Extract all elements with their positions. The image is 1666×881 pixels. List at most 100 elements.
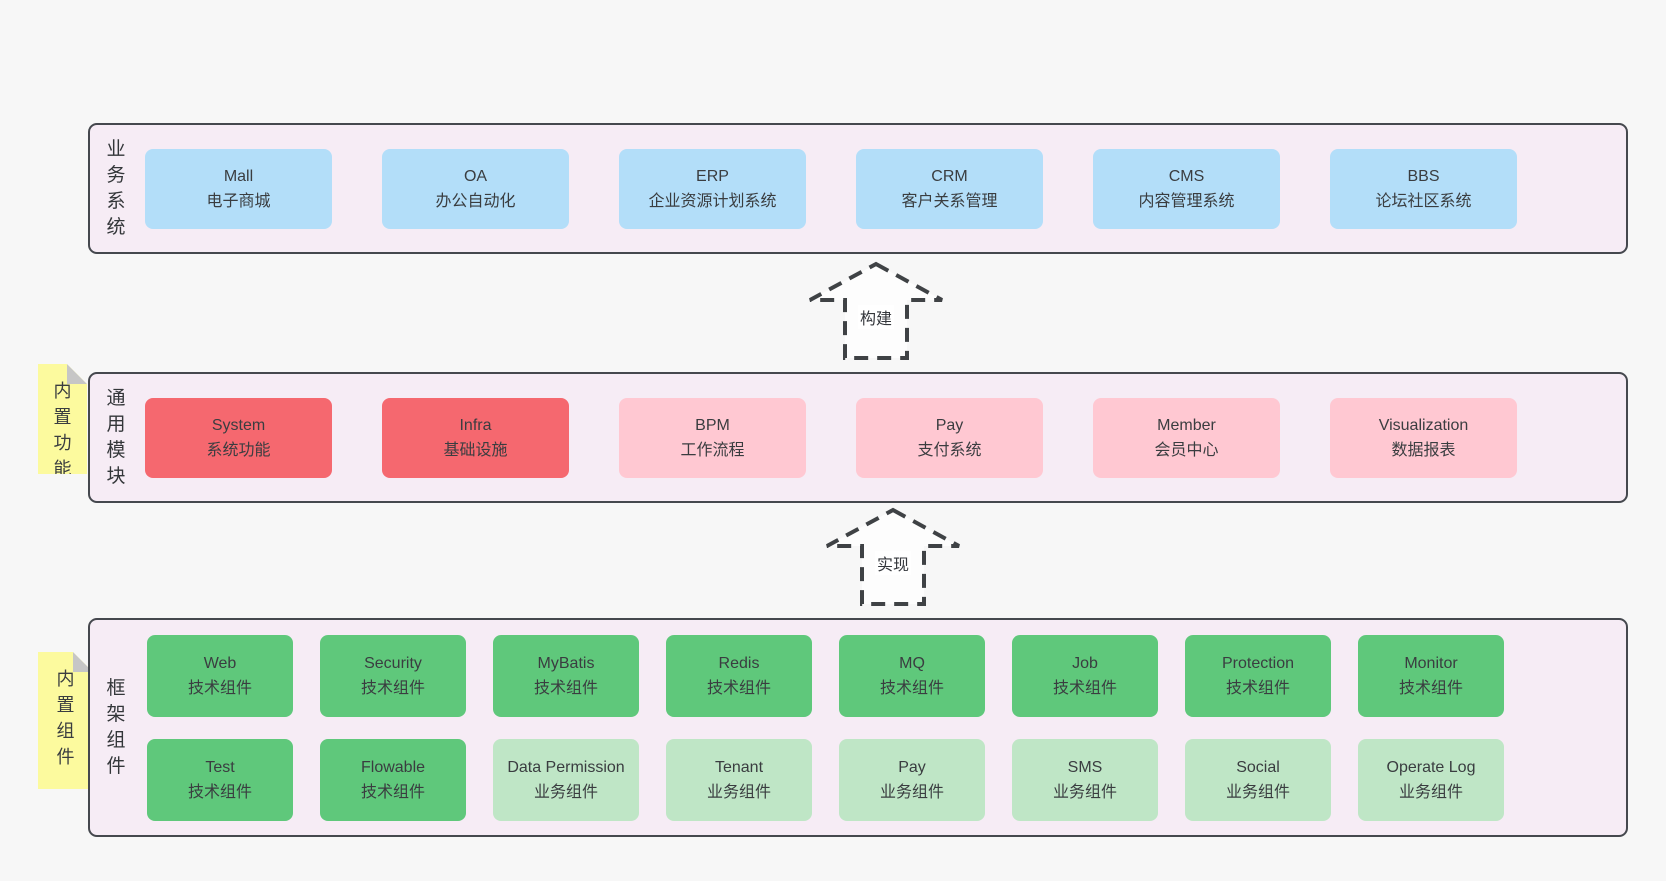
box-title: BBS	[1407, 167, 1440, 185]
box-oa: OA 办公自动化	[382, 148, 569, 229]
box-security: Security 技术组件	[320, 634, 466, 717]
box-visualization: Visualization 数据报表	[1330, 397, 1517, 478]
box-title: Security	[364, 654, 422, 672]
box-subtitle: 业务组件	[1225, 783, 1290, 801]
box-title: Pay	[935, 416, 964, 434]
box-title: BPM	[695, 416, 730, 434]
box-bbs: BBS 论坛社区系统	[1330, 148, 1517, 229]
box-mybatis: MyBatis 技术组件	[493, 634, 639, 717]
sticky-note-built-in-features: 内置功能	[38, 364, 87, 474]
arrow-implement-label: 实现	[874, 551, 912, 576]
box-subtitle: 技术组件	[187, 679, 252, 697]
box-subtitle: 技术组件	[360, 679, 425, 697]
box-subtitle: 论坛社区系统	[1375, 192, 1472, 210]
box-mq: MQ 技术组件	[839, 634, 985, 717]
box-web: Web 技术组件	[147, 634, 293, 717]
box-system: System 系统功能	[145, 397, 332, 478]
folded-corner-icon	[67, 364, 87, 384]
layer-label-common-modules: 通用模块	[106, 387, 126, 487]
box-title: Protection	[1221, 654, 1295, 672]
box-subtitle: 技术组件	[533, 679, 598, 697]
sticky-note-text: 内置组件	[56, 669, 75, 767]
box-subtitle: 技术组件	[879, 679, 944, 697]
box-crm: CRM 客户关系管理	[856, 148, 1043, 229]
layer-label-business-systems: 业务系统	[106, 138, 126, 238]
box-cms: CMS 内容管理系统	[1093, 148, 1280, 229]
box-subtitle: 业务组件	[533, 783, 598, 801]
box-subtitle: 企业资源计划系统	[648, 192, 777, 210]
arrow-implement: 实现	[823, 506, 963, 608]
box-pay-component: Pay 业务组件	[839, 738, 985, 821]
box-redis: Redis 技术组件	[666, 634, 812, 717]
layer-label-framework-components: 框架组件	[106, 677, 126, 777]
box-title: Data Permission	[507, 758, 625, 776]
box-flowable: Flowable 技术组件	[320, 738, 466, 821]
box-title: SMS	[1067, 758, 1103, 776]
box-title: Flowable	[360, 758, 426, 776]
box-title: Web	[203, 654, 237, 672]
box-subtitle: 系统功能	[206, 441, 271, 459]
box-pay-module: Pay 支付系统	[856, 397, 1043, 478]
box-title: Social	[1236, 758, 1280, 776]
box-title: System	[211, 416, 266, 434]
box-title: Pay	[898, 758, 926, 776]
box-title: MyBatis	[537, 654, 595, 672]
box-subtitle: 内容管理系统	[1138, 192, 1235, 210]
box-subtitle: 业务组件	[879, 783, 944, 801]
box-title: Monitor	[1404, 654, 1458, 672]
box-subtitle: 技术组件	[1052, 679, 1117, 697]
box-title: Test	[205, 758, 235, 776]
box-title: MQ	[899, 654, 925, 672]
box-protection: Protection 技术组件	[1185, 634, 1331, 717]
sticky-note-text: 内置功能	[53, 381, 72, 479]
box-job: Job 技术组件	[1012, 634, 1158, 717]
box-subtitle: 会员中心	[1154, 441, 1219, 459]
box-operate-log: Operate Log 业务组件	[1358, 738, 1504, 821]
box-subtitle: 电子商城	[206, 192, 271, 210]
box-title: ERP	[696, 167, 729, 185]
box-subtitle: 技术组件	[360, 783, 425, 801]
box-bpm: BPM 工作流程	[619, 397, 806, 478]
box-subtitle: 工作流程	[680, 441, 745, 459]
box-title: Operate Log	[1386, 758, 1476, 776]
layer-common-modules: 通用模块 System 系统功能 Infra 基础设施 BPM 工作流程 Pay…	[88, 372, 1628, 503]
box-title: Redis	[718, 654, 760, 672]
box-test: Test 技术组件	[147, 738, 293, 821]
box-title: CRM	[931, 167, 968, 185]
box-monitor: Monitor 技术组件	[1358, 634, 1504, 717]
box-infra: Infra 基础设施	[382, 397, 569, 478]
box-title: Tenant	[714, 758, 764, 776]
business-systems-row: Mall 电子商城 OA 办公自动化 ERP 企业资源计划系统 CRM 客户关系…	[145, 148, 1517, 229]
box-sms: SMS 业务组件	[1012, 738, 1158, 821]
box-subtitle: 业务组件	[1398, 783, 1463, 801]
box-title: Job	[1072, 654, 1098, 672]
box-subtitle: 技术组件	[1225, 679, 1290, 697]
box-title: Visualization	[1378, 416, 1469, 434]
layer-framework-components: 框架组件 Web 技术组件 Security 技术组件 MyBatis 技术组件…	[88, 618, 1628, 837]
box-member: Member 会员中心	[1093, 397, 1280, 478]
box-title: OA	[463, 167, 488, 185]
common-modules-row: System 系统功能 Infra 基础设施 BPM 工作流程 Pay 支付系统…	[145, 397, 1517, 478]
box-subtitle: 客户关系管理	[901, 192, 998, 210]
box-title: Infra	[459, 416, 492, 434]
box-subtitle: 业务组件	[1052, 783, 1117, 801]
box-subtitle: 办公自动化	[435, 192, 516, 210]
box-subtitle: 技术组件	[187, 783, 252, 801]
box-subtitle: 技术组件	[706, 679, 771, 697]
box-subtitle: 数据报表	[1391, 441, 1456, 459]
box-social: Social 业务组件	[1185, 738, 1331, 821]
box-subtitle: 支付系统	[917, 441, 982, 459]
box-tenant: Tenant 业务组件	[666, 738, 812, 821]
box-subtitle: 基础设施	[443, 441, 508, 459]
box-subtitle: 技术组件	[1398, 679, 1463, 697]
box-mall: Mall 电子商城	[145, 148, 332, 229]
box-title: Member	[1157, 416, 1216, 434]
box-data-permission: Data Permission 业务组件	[493, 738, 639, 821]
sticky-note-built-in-components: 内置组件	[38, 652, 93, 789]
box-title: CMS	[1168, 167, 1205, 185]
box-erp: ERP 企业资源计划系统	[619, 148, 806, 229]
layer-business-systems: 业务系统 Mall 电子商城 OA 办公自动化 ERP 企业资源计划系统 CRM…	[88, 123, 1628, 254]
arrow-build-label: 构建	[857, 305, 895, 330]
box-title: Mall	[223, 167, 254, 185]
